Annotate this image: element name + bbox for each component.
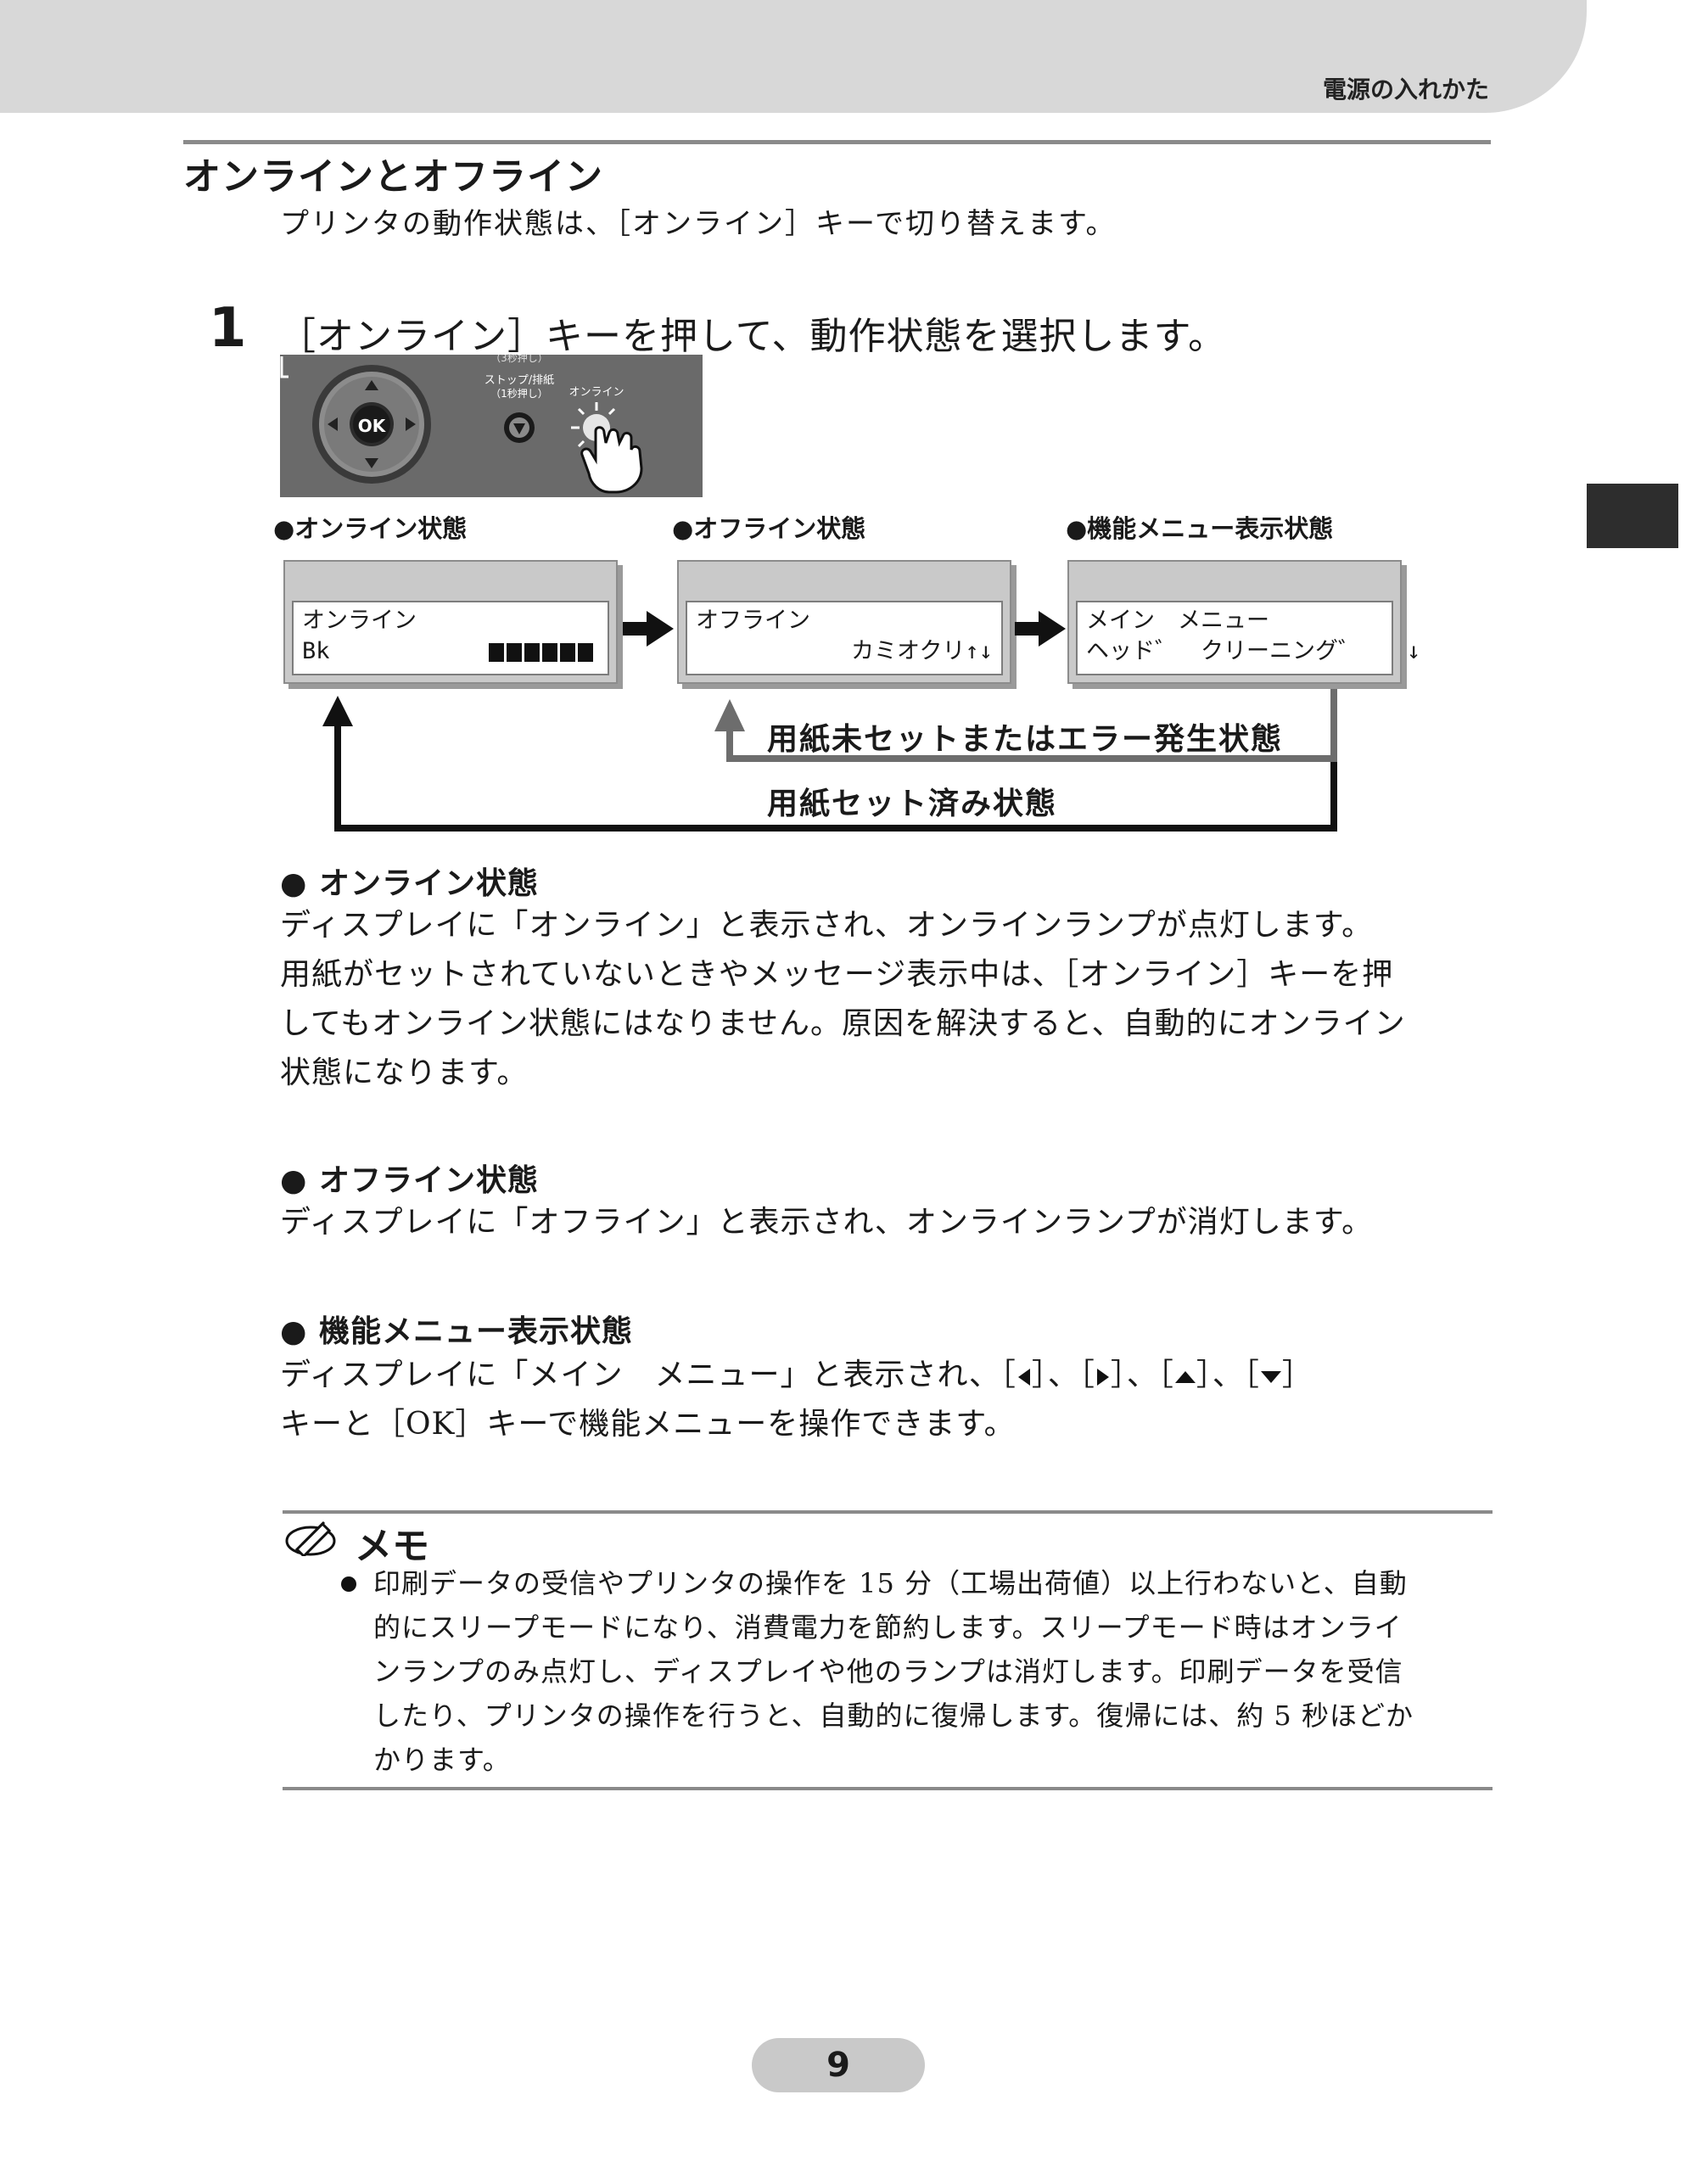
- lcd-online: オンライン Bk: [283, 560, 618, 684]
- memo-bottom-rule: [283, 1787, 1493, 1790]
- bullet-body-online: ディスプレイに「オンライン」と表示され、オンラインランプが点灯します。 用紙がセ…: [280, 901, 1493, 1098]
- state-flow-arrows: [322, 611, 1337, 832]
- bullet-body-menu: ディスプレイに「メイン メニュー」と表示され、［］、［］、［］、［］ キーと［O…: [280, 1351, 1493, 1449]
- hand-icon: [580, 426, 643, 494]
- memo-body: 印刷データの受信やプリンタの操作を 15 分（工場出荷値）以上行わないと、自動 …: [373, 1561, 1493, 1782]
- memo-line: かります。: [373, 1744, 511, 1776]
- control-panel-image: OK （3秒押し） ストップ/排紙 （1秒押し） オンライン: [280, 355, 703, 497]
- state-label-online: ●オンライン状態: [273, 514, 468, 543]
- bullet-title-offline: オフライン状態: [318, 1163, 539, 1198]
- stop-key-label: ストップ/排紙: [484, 374, 554, 387]
- section-intro: プリンタの動作状態は、［オンライン］キーで切り替えます。: [280, 207, 1117, 241]
- left-arrow-key-icon: [1017, 1369, 1030, 1386]
- body-line: ディスプレイに「メイン メニュー」と表示され、［］、［］、［］、［］: [280, 1358, 1313, 1392]
- lcd-online-line1: オンライン: [302, 608, 417, 634]
- lcd-offline-line1: オフライン: [696, 608, 810, 634]
- lcd-menu: メイン メニュー ヘッド゛ クリーニング゛ ↓: [1067, 560, 1420, 684]
- body-line: キーと［OK］キーで機能メニューを操作できます。: [280, 1407, 1016, 1442]
- bullet-heading-offline: ● オフライン状態: [280, 1163, 539, 1198]
- flow-label-error: 用紙未セットまたはエラー発生状態: [767, 722, 1284, 757]
- flow-label-paper-set: 用紙セット済み状態: [767, 787, 1058, 821]
- body-line: ディスプレイに「オンライン」と表示され、オンラインランプが点灯します。: [280, 908, 1374, 943]
- bullet-body-offline: ディスプレイに「オフライン」と表示され、オンラインランプが消灯します。: [280, 1198, 1493, 1247]
- memo-line: 的にスリープモードになり、消費電力を節約します。スリープモード時はオンライ: [373, 1611, 1403, 1644]
- running-head: 電源の入れかた: [1322, 76, 1489, 104]
- step-number: 1: [209, 297, 247, 360]
- pencil-icon: [285, 1520, 336, 1556]
- ink-level-bar: [489, 643, 596, 662]
- lcd-offline: オフライン カミオクリ↑↓: [677, 560, 1011, 684]
- memo-bullet: [341, 1576, 356, 1592]
- bullet-title-online: オンライン状態: [318, 866, 539, 901]
- memo-title: メモ: [355, 1525, 429, 1568]
- online-key-label: オンライン: [568, 386, 624, 399]
- body-line: 状態になります。: [280, 1056, 529, 1090]
- up-arrow-key-icon: [1174, 1371, 1196, 1383]
- memo-line: 印刷データの受信やプリンタの操作を 15 分（工場出荷値）以上行わないと、自動: [373, 1567, 1408, 1599]
- bullet-title-menu: 機能メニュー表示状態: [318, 1314, 633, 1349]
- state-label-offline: ●オフライン状態: [672, 514, 866, 543]
- body-line: してもオンライン状態にはなりません。原因を解決すると、自動的にオンライン: [280, 1006, 1406, 1041]
- body-line: ディスプレイに「オフライン」と表示され、オンラインランプが消灯します。: [280, 1205, 1374, 1240]
- body-line: 用紙がセットされていないときやメッセージ表示中は、［オンライン］キーを押: [280, 957, 1394, 992]
- state-label-menu: ●機能メニュー表示状態: [1066, 514, 1334, 543]
- page-number: 9: [752, 2038, 925, 2092]
- hold-3s-label: （3秒押し）: [490, 355, 548, 364]
- control-panel-drawing: OK （3秒押し） ストップ/排紙 （1秒押し） オンライン: [280, 355, 703, 497]
- memo-line: したり、プリンタの操作を行うと、自動的に復帰します。復帰には、約 5 秒ほどか: [373, 1700, 1414, 1732]
- top-rule: [183, 140, 1491, 144]
- header-band: [0, 0, 1587, 113]
- step-text: ［オンライン］キーを押して、動作状態を選択します。: [278, 315, 1227, 358]
- stop-key-sublabel: （1秒押し）: [490, 388, 548, 400]
- bullet-heading-menu: ● 機能メニュー表示状態: [280, 1314, 633, 1349]
- ok-key-label: OK: [358, 416, 387, 436]
- menu-line1-text: ディスプレイに「メイン メニュー」と表示され、: [280, 1358, 1000, 1392]
- bullet-heading-online: ● オンライン状態: [280, 866, 539, 901]
- right-arrow-key-icon: [1096, 1369, 1109, 1386]
- section-title: オンラインとオフライン: [183, 155, 603, 199]
- memo-top-rule: [283, 1510, 1493, 1514]
- lcd-online-line2: Bk: [302, 638, 330, 664]
- lcd-offline-line2: カミオクリ↑↓: [851, 638, 993, 664]
- chapter-tab: [1587, 484, 1678, 548]
- down-arrow-key-icon: [1260, 1371, 1281, 1383]
- memo-line: ンランプのみ点灯し、ディスプレイや他のランプは消灯します。印刷データを受信: [373, 1655, 1403, 1688]
- lcd-menu-line1: メイン メニュー: [1086, 608, 1269, 634]
